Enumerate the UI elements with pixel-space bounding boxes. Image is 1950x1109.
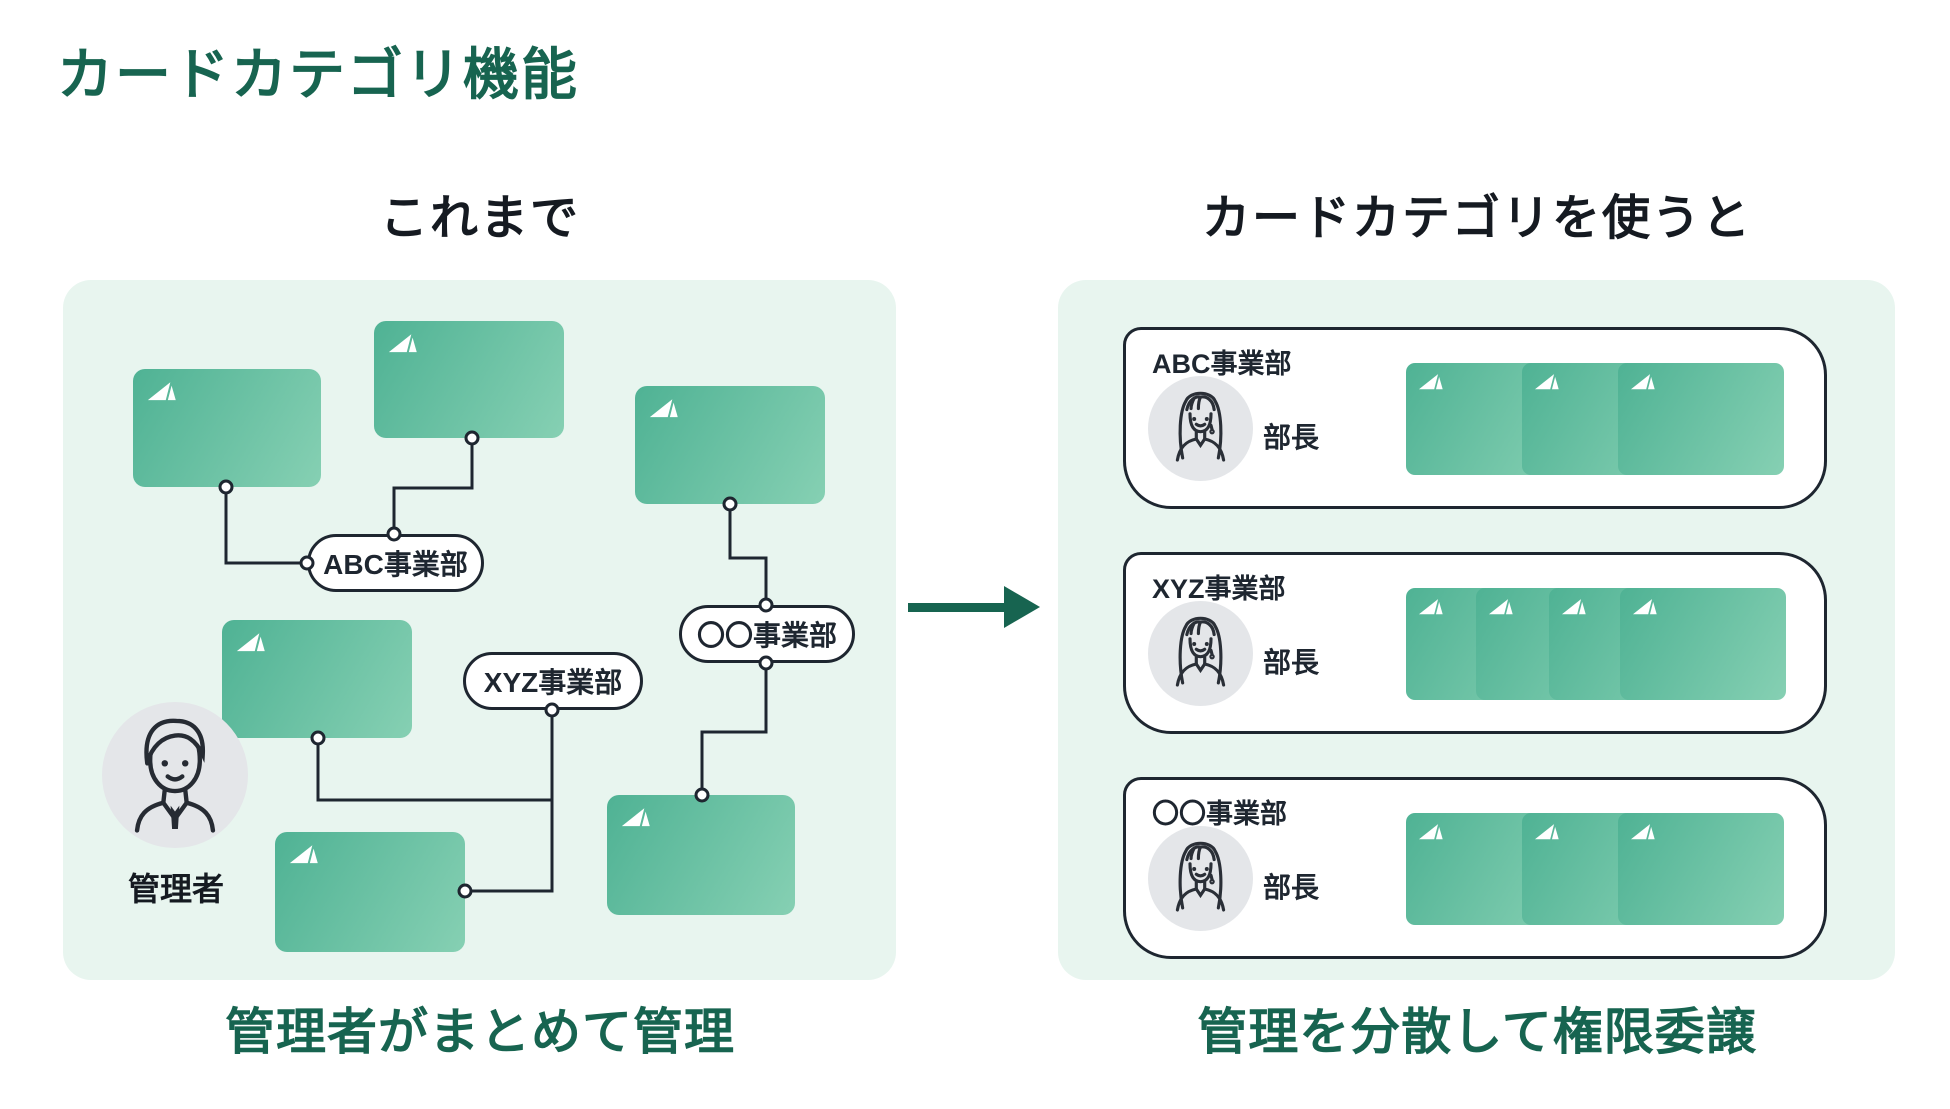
female-avatar-icon (1148, 826, 1253, 931)
left-heading: これまで (379, 192, 581, 245)
sail-logo-icon (1418, 823, 1444, 840)
category-pill-xyz: XYZ事業部 (463, 652, 643, 710)
sail-logo-icon (621, 808, 650, 827)
card (635, 386, 825, 504)
sail-logo-icon (236, 633, 265, 652)
sail-logo-icon (1630, 374, 1655, 390)
sail-logo-icon (1488, 599, 1513, 615)
card (1618, 363, 1784, 475)
female-avatar-icon (1148, 601, 1253, 706)
role-label: 部長 (1263, 647, 1320, 678)
sail-logo-icon (1418, 598, 1444, 615)
sail-logo-icon (1630, 824, 1655, 840)
female-avatar-icon (1148, 601, 1253, 706)
sail-logo-icon (1418, 599, 1443, 615)
sail-logo-icon (1630, 373, 1656, 390)
department-title: 〇〇事業部 (1152, 799, 1287, 829)
card (607, 795, 795, 915)
sail-logo-icon (1561, 599, 1586, 615)
card-strip (1406, 363, 1788, 475)
right-heading: カードカテゴリを使うと (1201, 192, 1753, 245)
male-avatar-icon (102, 702, 248, 848)
sail-logo-icon (1632, 599, 1657, 615)
role-label: 部長 (1263, 872, 1320, 903)
card (133, 369, 321, 487)
sail-logo-icon (1534, 824, 1559, 840)
admin-label: 管理者 (127, 871, 225, 907)
sail-logo-icon (1632, 598, 1658, 615)
sail-logo-icon (621, 807, 651, 827)
right-caption: 管理を分散して権限委譲 (1197, 1004, 1757, 1060)
department-row: 〇〇事業部 部長 (1123, 777, 1827, 959)
sail-logo-icon (1561, 598, 1587, 615)
sail-logo-icon (649, 398, 679, 418)
sail-logo-icon (1534, 373, 1560, 390)
card-strip (1406, 588, 1788, 700)
card (374, 321, 564, 438)
sail-logo-icon (1534, 374, 1559, 390)
department-title: XYZ事業部 (1152, 574, 1286, 604)
card (222, 620, 412, 738)
department-title: ABC事業部 (1152, 349, 1292, 379)
sail-logo-icon (1418, 373, 1444, 390)
after-panel: ABC事業部 部長 XYZ事業部 部長 〇〇事業部 部長 (1058, 280, 1895, 980)
department-row: XYZ事業部 部長 (1123, 552, 1827, 734)
female-avatar-icon (1148, 826, 1253, 931)
page-title: カードカテゴリ機能 (57, 43, 579, 106)
sail-logo-icon (1488, 598, 1514, 615)
sail-logo-icon (1418, 824, 1443, 840)
card (1618, 813, 1784, 925)
female-avatar-icon (1148, 376, 1253, 481)
sail-logo-icon (1418, 374, 1443, 390)
left-caption: 管理者がまとめて管理 (225, 1004, 735, 1060)
female-avatar-icon (1148, 376, 1253, 481)
department-row: ABC事業部 部長 (1123, 327, 1827, 509)
before-panel: ABC事業部 XYZ事業部 〇〇事業部 (63, 280, 896, 980)
arrow-right-icon (908, 586, 1040, 628)
sail-logo-icon (147, 382, 176, 401)
sail-logo-icon (388, 333, 418, 353)
sail-logo-icon (289, 844, 319, 864)
sail-logo-icon (289, 845, 318, 864)
sail-logo-icon (147, 381, 177, 401)
card (275, 832, 465, 952)
category-pill-abc: ABC事業部 (307, 534, 484, 592)
sail-logo-icon (1534, 823, 1560, 840)
sail-logo-icon (649, 399, 678, 418)
sail-logo-icon (388, 334, 417, 353)
role-label: 部長 (1263, 422, 1320, 453)
card-strip (1406, 813, 1788, 925)
card (1620, 588, 1786, 700)
sail-logo-icon (236, 632, 266, 652)
category-pill-oo: 〇〇事業部 (679, 605, 855, 663)
sail-logo-icon (1630, 823, 1656, 840)
